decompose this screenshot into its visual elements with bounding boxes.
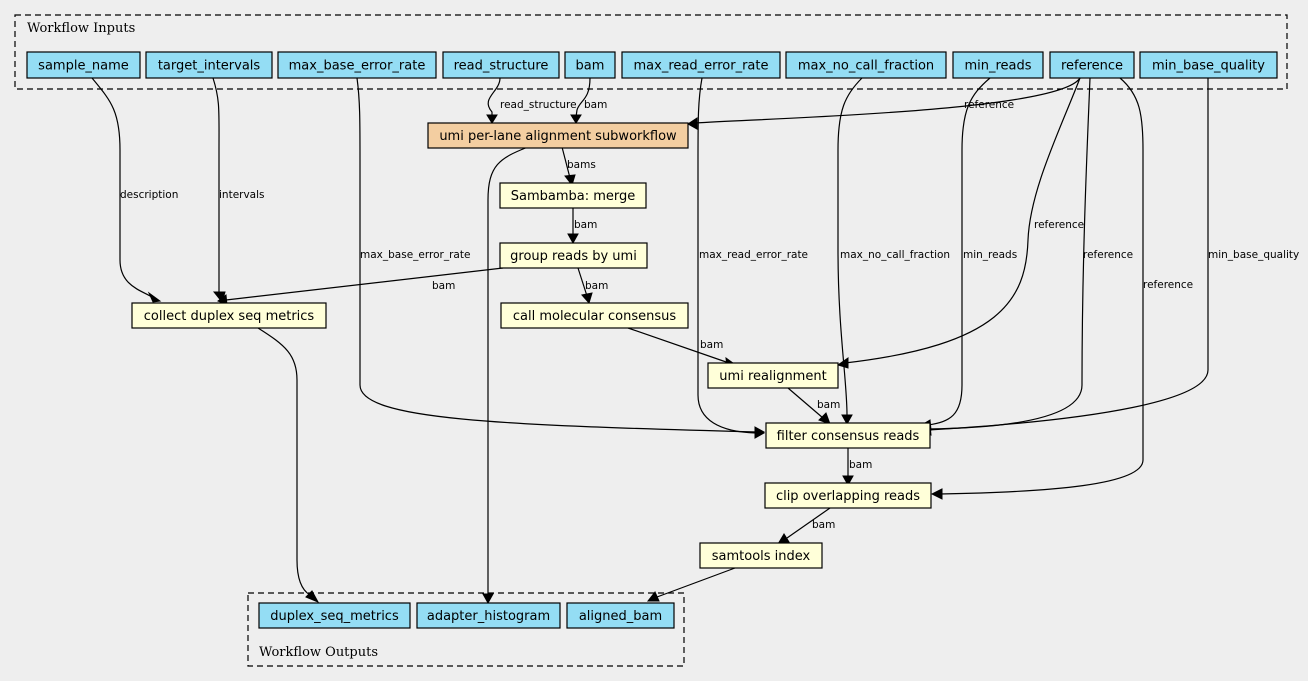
edge-max-no-call-fraction bbox=[837, 77, 863, 416]
step-umi-realignment-label: umi realignment bbox=[719, 369, 826, 384]
input-reference[interactable]: reference bbox=[1049, 51, 1135, 79]
edge-label-bams: bams bbox=[567, 159, 596, 171]
edge-description bbox=[91, 77, 153, 298]
edge-label-max-no-call-fraction: max_no_call_fraction bbox=[840, 249, 950, 261]
output-aligned-bam[interactable]: aligned_bam bbox=[566, 602, 675, 629]
input-sample-name-label: sample_name bbox=[38, 59, 129, 74]
input-min-base-quality-label: min_base_quality bbox=[1152, 59, 1265, 74]
input-max-read-error-rate[interactable]: max_read_error_rate bbox=[621, 51, 781, 79]
workflow-outputs-label: Workflow Outputs bbox=[259, 645, 378, 660]
step-group-reads-label: group reads by umi bbox=[510, 249, 637, 264]
step-clip-overlapping[interactable]: clip overlapping reads bbox=[764, 482, 932, 509]
step-samtools-index[interactable]: samtools index bbox=[699, 542, 823, 569]
input-max-no-call-fraction[interactable]: max_no_call_fraction bbox=[785, 51, 947, 79]
edge-label-max-read-error-rate: max_read_error_rate bbox=[699, 249, 808, 261]
input-min-reads-label: min_reads bbox=[964, 59, 1031, 74]
edges: read_structure bam reference bams bam ba… bbox=[91, 77, 1299, 605]
edge-samtools-to-aligned bbox=[656, 567, 736, 598]
edge-label-reference-1: reference bbox=[964, 99, 1014, 111]
input-sample-name[interactable]: sample_name bbox=[26, 51, 141, 79]
input-read-structure[interactable]: read_structure bbox=[442, 51, 560, 79]
edge-realign-to-filter bbox=[787, 387, 824, 419]
step-call-consensus[interactable]: call molecular consensus bbox=[500, 302, 689, 329]
edge-min-base-quality bbox=[927, 78, 1209, 431]
workflow-inputs-cluster: Workflow Inputs bbox=[14, 14, 1288, 90]
edge-label-min-base-quality: min_base_quality bbox=[1208, 249, 1299, 261]
edge-label-filter-bam: bam bbox=[849, 459, 872, 471]
edge-group-to-duplex bbox=[225, 267, 504, 301]
step-call-consensus-label: call molecular consensus bbox=[513, 309, 677, 324]
edge-label-realign-bam: bam bbox=[817, 399, 840, 411]
output-nodes: duplex_seq_metrics adapter_histogram ali… bbox=[258, 602, 675, 629]
edge-label-reference-4: reference bbox=[1143, 279, 1193, 291]
edge-label-description: description bbox=[120, 189, 178, 201]
input-max-base-error-rate[interactable]: max_base_error_rate bbox=[277, 51, 437, 79]
input-max-read-error-rate-label: max_read_error_rate bbox=[634, 59, 769, 74]
input-reference-label: reference bbox=[1061, 59, 1123, 74]
edge-max-read-error-rate bbox=[697, 77, 757, 434]
edge-label-max-base-error-rate: max_base_error_rate bbox=[360, 249, 470, 261]
step-filter-consensus-label: filter consensus reads bbox=[777, 429, 920, 444]
output-adapter-histogram[interactable]: adapter_histogram bbox=[416, 602, 561, 629]
edge-reference-clip bbox=[939, 77, 1144, 495]
step-umi-subworkflow[interactable]: umi per-lane alignment subworkflow bbox=[427, 122, 689, 149]
edge-label-reference-2: reference bbox=[1034, 219, 1084, 231]
step-umi-realignment[interactable]: umi realignment bbox=[707, 362, 839, 389]
step-collect-duplex[interactable]: collect duplex seq metrics bbox=[131, 302, 327, 329]
edge-reference-subworkflow bbox=[694, 77, 1081, 124]
edge-intervals bbox=[212, 77, 220, 294]
edge-label-merge-bam: bam bbox=[574, 219, 597, 231]
edge-reference-realign bbox=[844, 77, 1081, 364]
edge-label-read-structure: read_structure bbox=[500, 99, 577, 111]
input-target-intervals[interactable]: target_intervals bbox=[145, 51, 273, 79]
step-samtools-index-label: samtools index bbox=[712, 549, 811, 564]
output-duplex-seq-metrics[interactable]: duplex_seq_metrics bbox=[258, 602, 411, 629]
edge-min-reads bbox=[927, 77, 991, 426]
edge-label-group-duplex-bam: bam bbox=[432, 280, 455, 292]
input-read-structure-label: read_structure bbox=[454, 59, 549, 74]
step-group-reads[interactable]: group reads by umi bbox=[499, 242, 648, 269]
step-collect-duplex-label: collect duplex seq metrics bbox=[144, 309, 315, 324]
edge-label-group-consensus-bam: bam bbox=[585, 280, 608, 292]
edge-consensus-to-realign bbox=[627, 327, 730, 364]
edge-max-base-error-rate bbox=[356, 77, 757, 433]
input-min-reads[interactable]: min_reads bbox=[952, 51, 1044, 79]
edge-label-reference-3: reference bbox=[1083, 249, 1133, 261]
output-adapter-histogram-label: adapter_histogram bbox=[427, 609, 550, 624]
workflow-outputs-cluster: Workflow Outputs bbox=[247, 592, 685, 667]
input-max-no-call-fraction-label: max_no_call_fraction bbox=[798, 59, 934, 74]
edge-label-bam: bam bbox=[584, 99, 607, 111]
edge-clip-to-samtools bbox=[786, 507, 831, 539]
input-max-base-error-rate-label: max_base_error_rate bbox=[289, 59, 426, 74]
edge-label-intervals: intervals bbox=[219, 189, 265, 201]
input-bam-label: bam bbox=[576, 59, 605, 74]
edge-bams bbox=[561, 146, 571, 179]
output-duplex-seq-metrics-label: duplex_seq_metrics bbox=[270, 609, 399, 624]
step-sambamba-merge-label: Sambamba: merge bbox=[511, 189, 636, 204]
step-umi-subworkflow-label: umi per-lane alignment subworkflow bbox=[439, 129, 677, 144]
step-sambamba-merge[interactable]: Sambamba: merge bbox=[499, 182, 647, 209]
edge-label-consensus-bam: bam bbox=[700, 339, 723, 351]
edge-bam bbox=[575, 77, 591, 118]
step-nodes: umi per-lane alignment subworkflow Samba… bbox=[131, 122, 932, 569]
input-target-intervals-label: target_intervals bbox=[158, 59, 261, 74]
input-bam[interactable]: bam bbox=[564, 51, 616, 79]
output-aligned-bam-label: aligned_bam bbox=[579, 609, 662, 624]
step-filter-consensus[interactable]: filter consensus reads bbox=[765, 422, 931, 449]
input-min-base-quality[interactable]: min_base_quality bbox=[1139, 51, 1278, 79]
edge-label-clip-bam: bam bbox=[812, 519, 835, 531]
edge-label-min-reads: min_reads bbox=[963, 249, 1017, 261]
edge-group-to-consensus bbox=[577, 267, 588, 297]
step-clip-overlapping-label: clip overlapping reads bbox=[776, 489, 920, 504]
workflow-inputs-label: Workflow Inputs bbox=[27, 21, 135, 36]
edge-read-structure bbox=[487, 77, 501, 117]
edge-adapter-histogram bbox=[487, 146, 529, 594]
edge-duplex-to-metrics bbox=[257, 327, 311, 596]
input-nodes: sample_name target_intervals max_base_er… bbox=[26, 51, 1278, 79]
